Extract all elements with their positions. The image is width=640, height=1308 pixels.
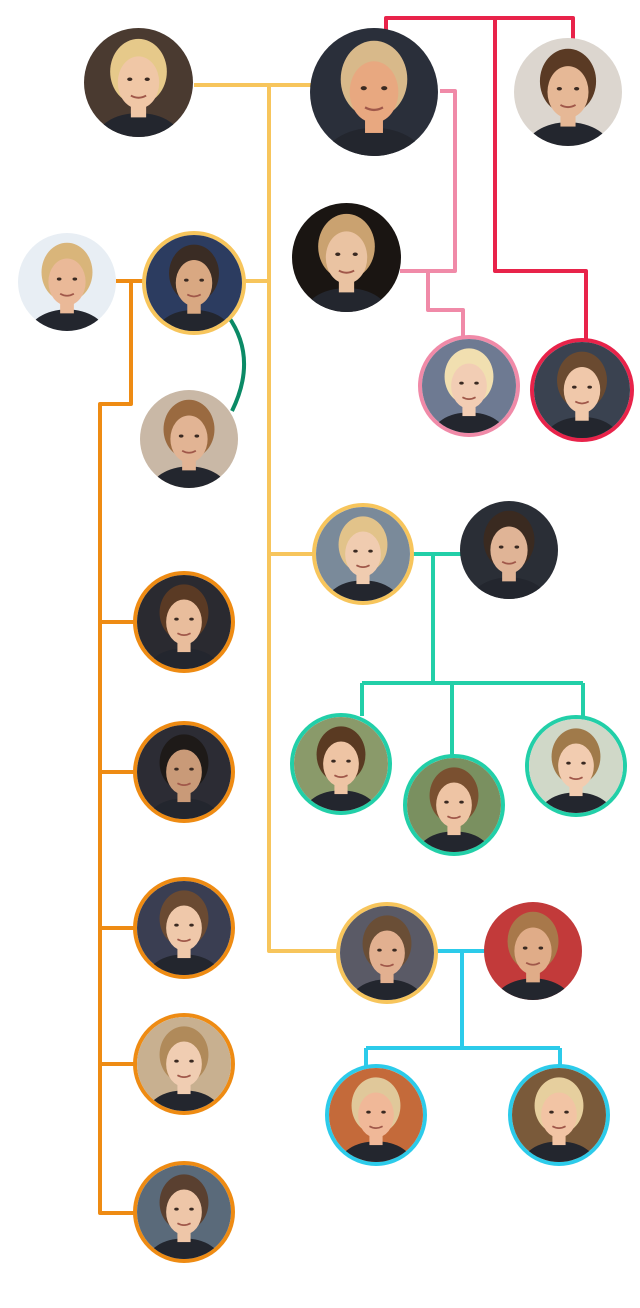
ivana-trump-portrait bbox=[84, 28, 193, 137]
portrait-photo bbox=[340, 906, 434, 1000]
lara-trump-portrait bbox=[484, 902, 582, 1000]
kimberly-guilfoyle-portrait bbox=[140, 390, 238, 488]
vanessa-trump-portrait bbox=[18, 233, 116, 331]
portrait-photo bbox=[534, 342, 630, 438]
marla-maples-portrait bbox=[292, 203, 401, 312]
tristan-trump-portrait bbox=[133, 877, 235, 979]
joseph-kushner-portrait bbox=[403, 754, 505, 856]
portrait-photo bbox=[514, 38, 622, 146]
portrait-photo bbox=[137, 725, 231, 819]
donald-trump-portrait bbox=[310, 28, 438, 156]
portrait-photo bbox=[407, 758, 501, 852]
eric-trump-portrait bbox=[336, 902, 438, 1004]
carolina-trump-portrait bbox=[508, 1064, 610, 1166]
don-jr-kimberly-link bbox=[226, 314, 247, 412]
portrait-photo bbox=[460, 501, 558, 599]
jared-kushner-portrait bbox=[460, 501, 558, 599]
portrait-photo bbox=[512, 1068, 606, 1162]
portrait-photo bbox=[146, 235, 242, 331]
donald-trump-jr-portrait bbox=[142, 231, 246, 335]
luke-trump-portrait bbox=[325, 1064, 427, 1166]
portrait-photo bbox=[529, 719, 623, 813]
eric-branch-line bbox=[364, 949, 562, 1066]
portrait-photo bbox=[140, 390, 238, 488]
portrait-photo bbox=[18, 233, 116, 331]
portrait-photo bbox=[310, 28, 438, 156]
portrait-photo bbox=[137, 1017, 231, 1111]
arabella-kushner-portrait bbox=[290, 713, 392, 815]
portrait-photo bbox=[84, 28, 193, 137]
portrait-photo bbox=[422, 339, 516, 433]
portrait-photo bbox=[294, 717, 388, 811]
marla-branch-line bbox=[426, 89, 465, 337]
ivanka-branch-line bbox=[360, 552, 585, 756]
spencer-trump-portrait bbox=[133, 1161, 235, 1263]
ivanka-trump-portrait bbox=[312, 503, 414, 605]
theodore-kushner-portrait bbox=[525, 715, 627, 817]
melania-trump-portrait bbox=[514, 38, 622, 146]
main-trunk-line bbox=[194, 83, 338, 953]
barron-trump-portrait bbox=[530, 338, 634, 442]
portrait-photo bbox=[292, 203, 401, 312]
chloe-trump-portrait bbox=[133, 1013, 235, 1115]
portrait-photo bbox=[137, 1165, 231, 1259]
donald-trump-iii-portrait bbox=[133, 721, 235, 823]
portrait-photo bbox=[137, 881, 231, 975]
kai-trump-portrait bbox=[133, 571, 235, 673]
portrait-photo bbox=[316, 507, 410, 601]
portrait-photo bbox=[329, 1068, 423, 1162]
tiffany-trump-portrait bbox=[418, 335, 520, 437]
portrait-photo bbox=[137, 575, 231, 669]
portrait-photo bbox=[484, 902, 582, 1000]
don-jr-branch-line bbox=[98, 279, 144, 1215]
